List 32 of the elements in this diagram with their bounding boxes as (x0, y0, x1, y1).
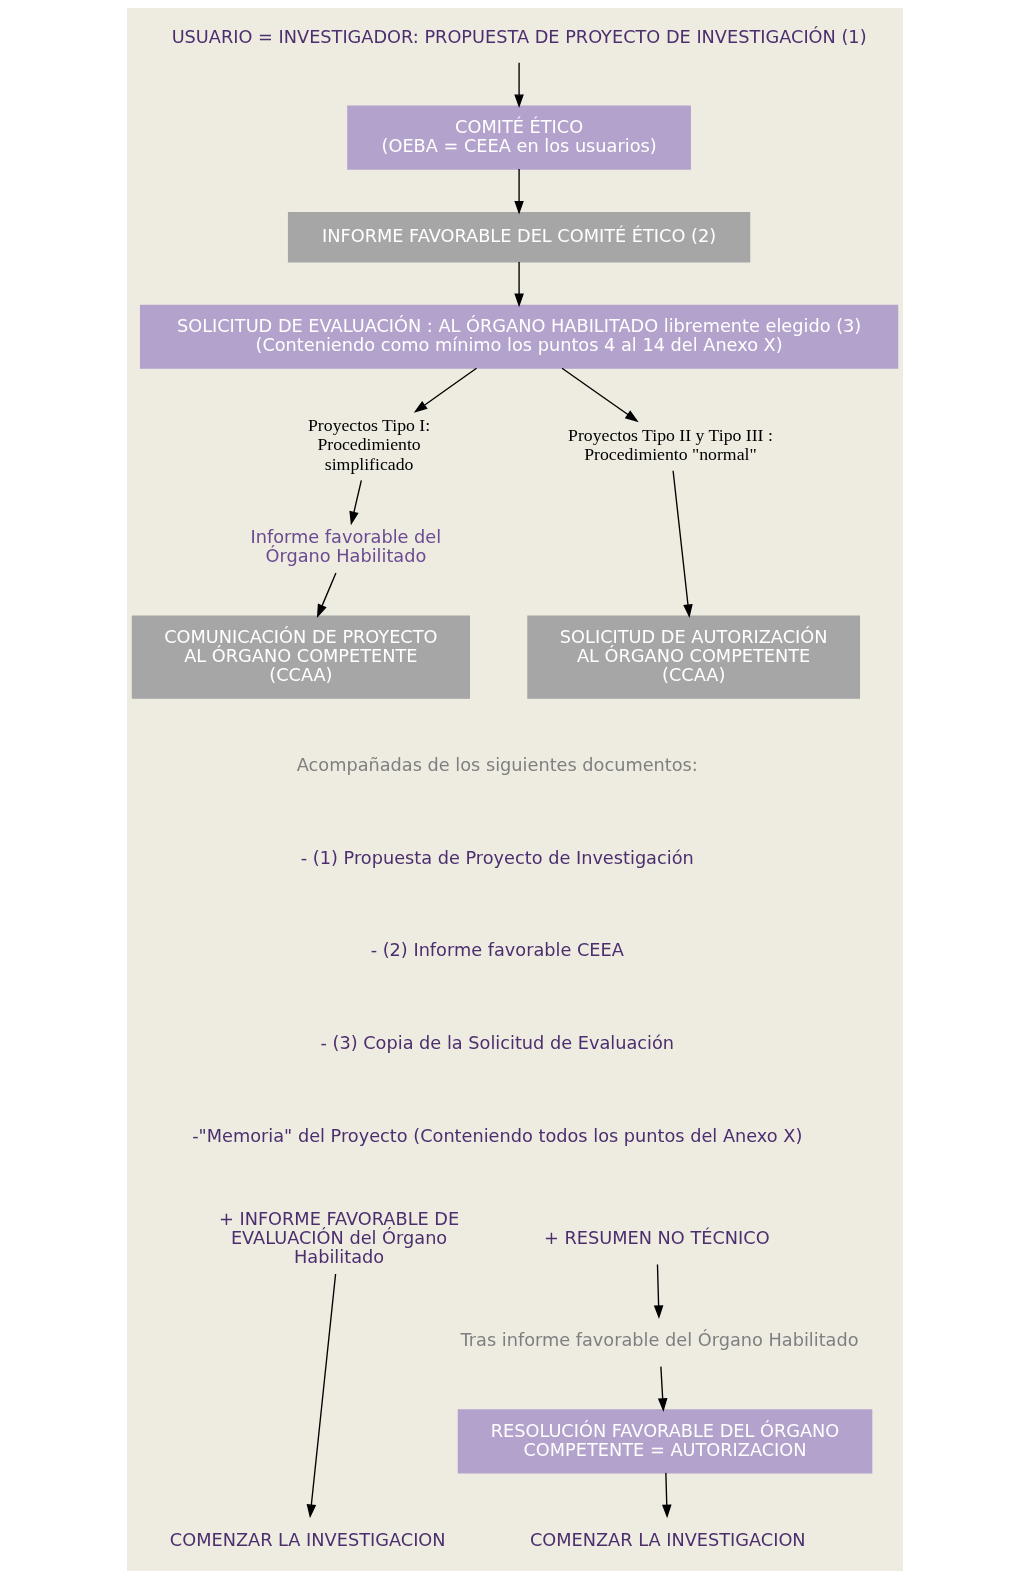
arrow (657, 1365, 668, 1412)
node-text: Tras informe favorable del Órgano Habilitado (460, 1330, 859, 1351)
arrow (316, 572, 337, 618)
label: - (3) Copia de la Solicitud de Evaluación (320, 1033, 675, 1054)
label: - (1) Propuesta de Proyecto de Investigación (300, 847, 694, 868)
node-text: + INFORME FAVORABLE DE EVALUACIÓN del Órgano Habilitado (218, 1209, 460, 1268)
arrow (514, 261, 524, 308)
arrow (514, 62, 524, 109)
node-text: USUARIO = INVESTIGADOR: PROPUESTA DE PROYECTO DE INVESTIGACIÓN (1) (171, 26, 867, 47)
label: - (2) Informe favorable CEEA (370, 940, 624, 961)
node-box: SOLICITUD DE AUTORIZACIÓN AL ÓRGANO COMPETENTE (CCAA) (527, 615, 861, 699)
label: -"Memoria" del Proyecto (Conteniendo todos los puntos del Anexo X) (192, 1125, 803, 1146)
node-box: INFORME FAVORABLE DEL COMITÉ ÉTICO (2) (287, 211, 751, 263)
arrow (306, 1273, 337, 1519)
node-box: COMUNICACIÓN DE PROYECTO AL ÓRGANO COMPETENTE (CCAA) (131, 615, 470, 699)
arrow (672, 470, 693, 619)
node-box: COMITÉ ÉTICO (OEBA = CEEA en los usuarios) (347, 105, 691, 170)
node-text: Proyectos Tipo II y Tipo III : Procedimiento "normal" (568, 424, 773, 465)
arrow (514, 168, 524, 215)
arrow (413, 367, 478, 413)
node-text: COMENZAR LA INVESTIGACION (529, 1529, 806, 1550)
node-text: COMENZAR LA INVESTIGACION (169, 1529, 446, 1550)
node-box: RESOLUCIÓN FAVORABLE DEL ÓRGANO COMPETENTE = AUTORIZACION (457, 1409, 873, 1474)
arrow (349, 479, 363, 526)
arrow (561, 367, 639, 423)
node-box: SOLICITUD DE EVALUACIÓN : AL ÓRGANO HABILITADO libremente elegido (3) (Conteniendo como mínimo los puntos 4 al 14 del Anexo X) (139, 304, 899, 369)
arrow (653, 1263, 664, 1320)
node-text: Informe favorable del Órgano Habilitado (250, 527, 442, 567)
arrow (662, 1472, 672, 1519)
label: Acompañadas de los siguientes documentos: (296, 754, 698, 775)
node-text: + RESUMEN NO TÉCNICO (544, 1228, 770, 1249)
node-text: Proyectos Tipo I: Procedimiento simplificado (308, 415, 431, 474)
